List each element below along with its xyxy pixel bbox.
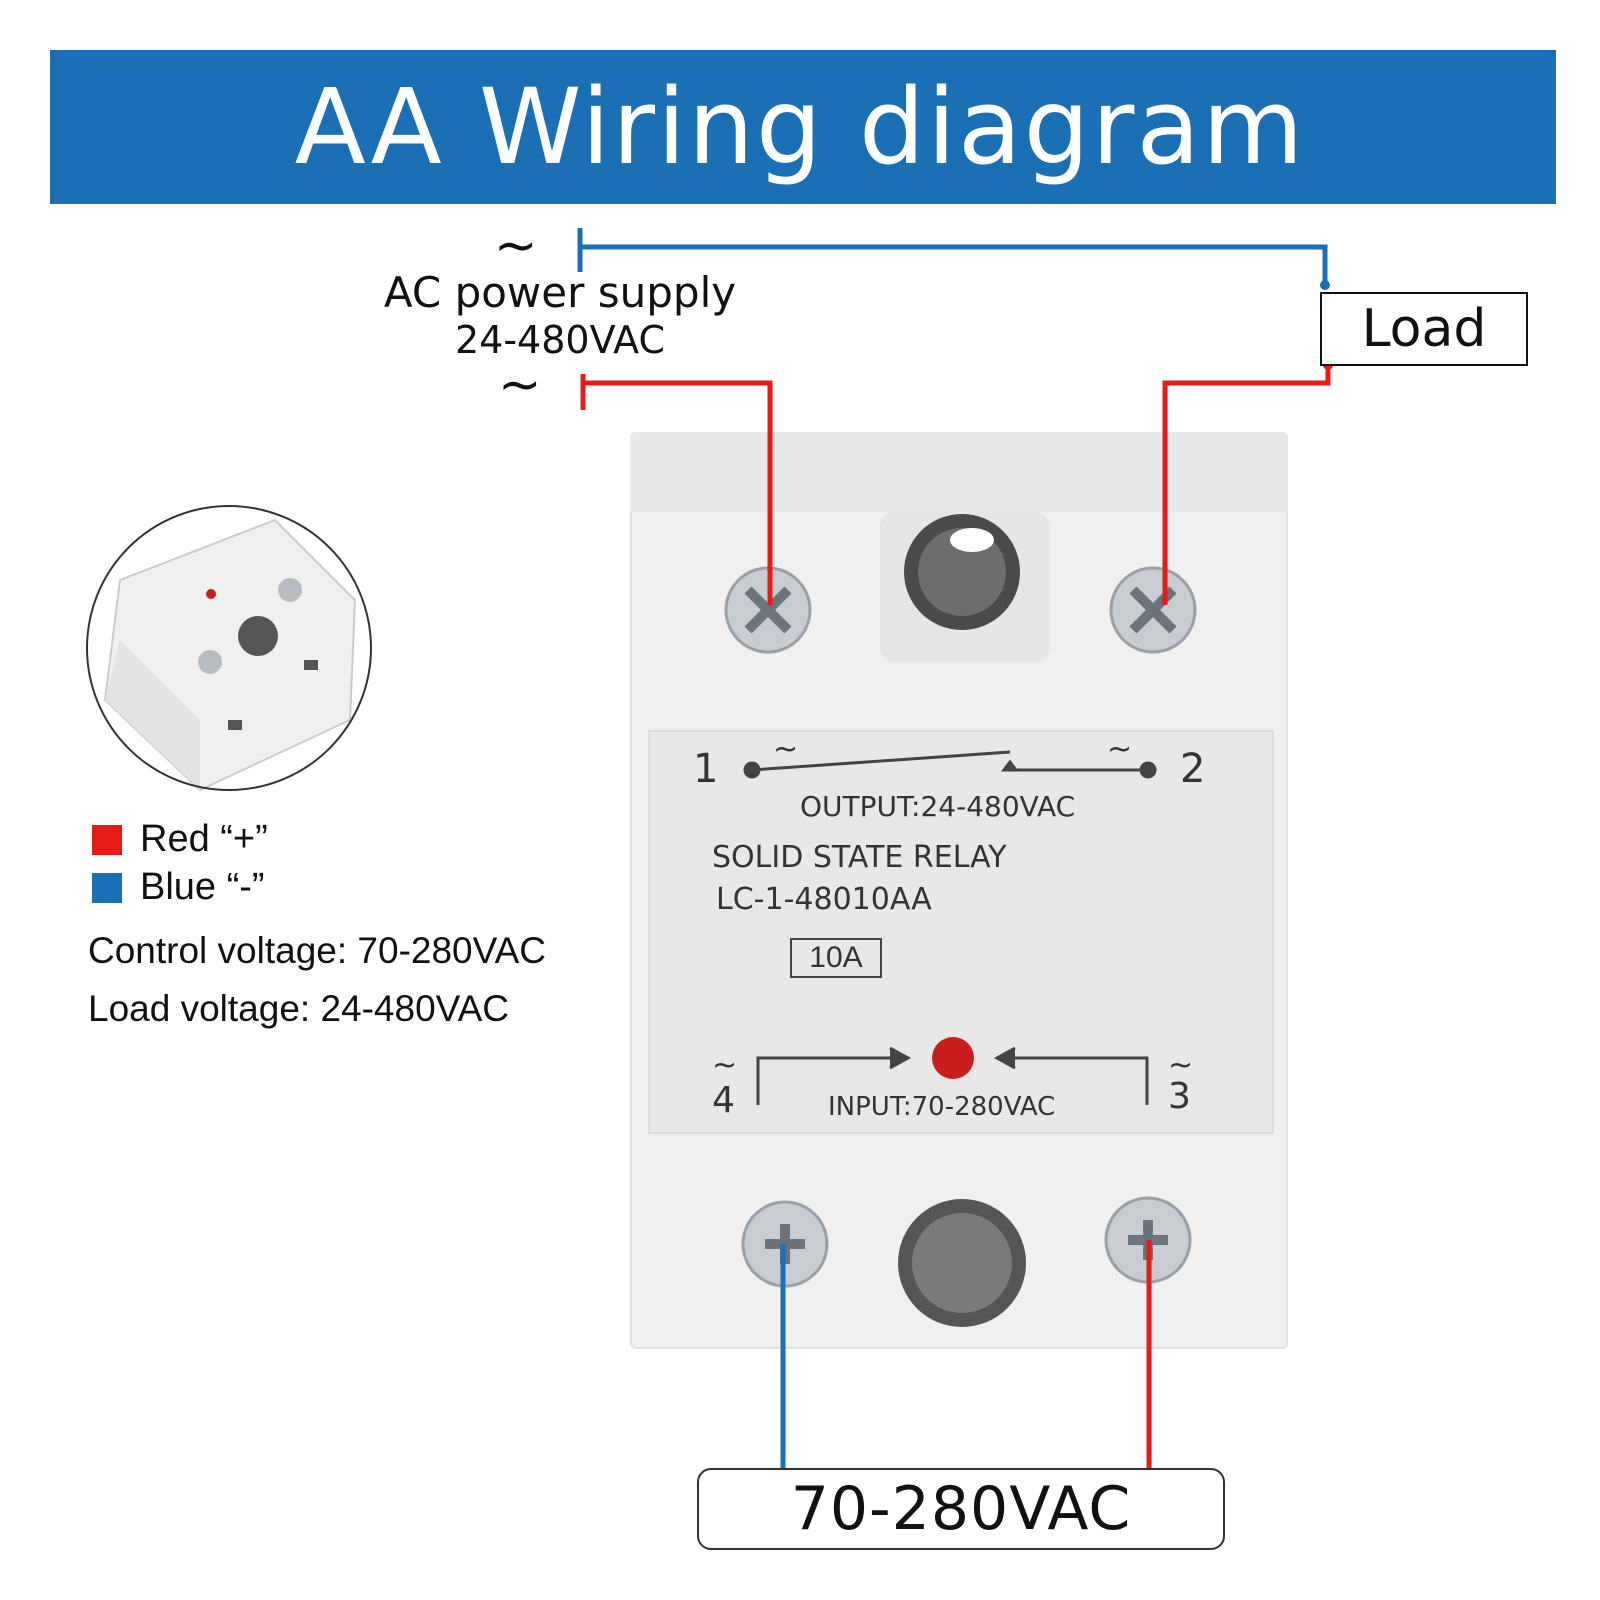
legend-red-swatch: [92, 825, 122, 855]
diagram-title: AA Wiring diagram: [294, 66, 1306, 188]
control-input-label: 70-280VAC: [790, 1474, 1132, 1544]
current-rating-label: 10A: [809, 941, 863, 974]
output-tilde-right: ~: [1107, 732, 1133, 767]
load-box: Load: [1320, 292, 1528, 366]
control-input-box: 70-280VAC: [697, 1468, 1225, 1550]
screw-terminal-2: [1109, 566, 1197, 654]
input-tilde-right: ~: [1168, 1048, 1194, 1083]
ac-tilde-top: ~: [494, 216, 538, 276]
relay-top-edge: [630, 432, 1288, 512]
legend-red-label: Red “+”: [140, 818, 268, 860]
terminal-2-label: 2: [1180, 746, 1206, 792]
output-tilde-left: ~: [773, 732, 799, 767]
mounting-hole-top: [880, 512, 1050, 662]
input-arrows-symbol: [756, 1046, 1149, 1105]
legend-blue-swatch: [92, 873, 122, 903]
terminal-3-label: 3: [1168, 1076, 1191, 1117]
relay-name-label: SOLID STATE RELAY: [712, 840, 1007, 875]
control-voltage-spec: Control voltage: 70-280VAC: [88, 930, 546, 971]
relay-model-label: LC-1-48010AA: [716, 882, 932, 917]
load-label: Load: [1361, 299, 1487, 359]
load-red-wire: [1162, 360, 1333, 605]
current-rating-box: 10A: [790, 938, 882, 978]
ac-supply-blue-wire: [577, 228, 1330, 290]
title-banner: [50, 50, 1556, 204]
ac-supply-title: AC power supply: [383, 268, 737, 317]
output-rating-label: OUTPUT:24-480VAC: [800, 790, 1076, 823]
ac-tilde-bottom: ~: [498, 355, 542, 415]
output-switch-symbol: [743, 750, 1157, 779]
indicator-led: [932, 1037, 974, 1079]
input-rating-label: INPUT:70-280VAC: [828, 1092, 1056, 1122]
ac-supply-red-wire: [580, 374, 773, 605]
input-tilde-left: ~: [712, 1048, 738, 1083]
inset-frame: [86, 505, 372, 791]
load-voltage-spec: Load voltage: 24-480VAC: [88, 988, 510, 1029]
mounting-hole-bottom: [898, 1199, 1026, 1327]
legend-blue-label: Blue “-”: [140, 866, 265, 908]
terminal-1-label: 1: [693, 746, 719, 792]
terminal-4-label: 4: [712, 1080, 735, 1121]
ac-supply-voltage: 24-480VAC: [454, 318, 666, 362]
